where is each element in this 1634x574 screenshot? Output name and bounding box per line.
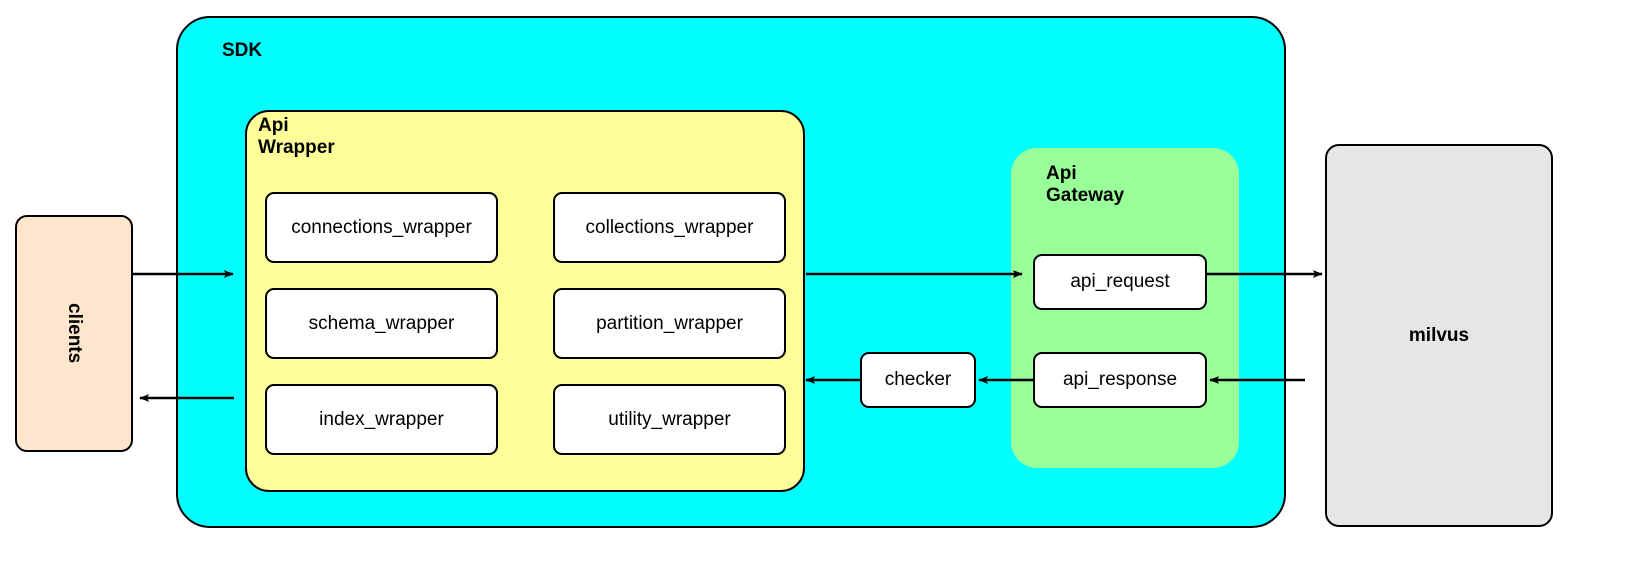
node-checker[interactable]: checker <box>860 352 976 408</box>
node-index-wrapper[interactable]: index_wrapper <box>265 384 498 455</box>
node-utility-wrapper[interactable]: utility_wrapper <box>553 384 786 455</box>
node-clients-label: clients <box>64 303 85 364</box>
node-clients[interactable]: clients <box>15 215 133 452</box>
node-collections-wrapper[interactable]: collections_wrapper <box>553 192 786 263</box>
node-partition-wrapper[interactable]: partition_wrapper <box>553 288 786 359</box>
node-schema-wrapper[interactable]: schema_wrapper <box>265 288 498 359</box>
node-connections-wrapper[interactable]: connections_wrapper <box>265 192 498 263</box>
node-api-request[interactable]: api_request <box>1033 254 1207 310</box>
node-milvus[interactable]: milvus <box>1325 144 1553 527</box>
node-milvus-label: milvus <box>1408 324 1470 346</box>
node-api-response[interactable]: api_response <box>1033 352 1207 408</box>
